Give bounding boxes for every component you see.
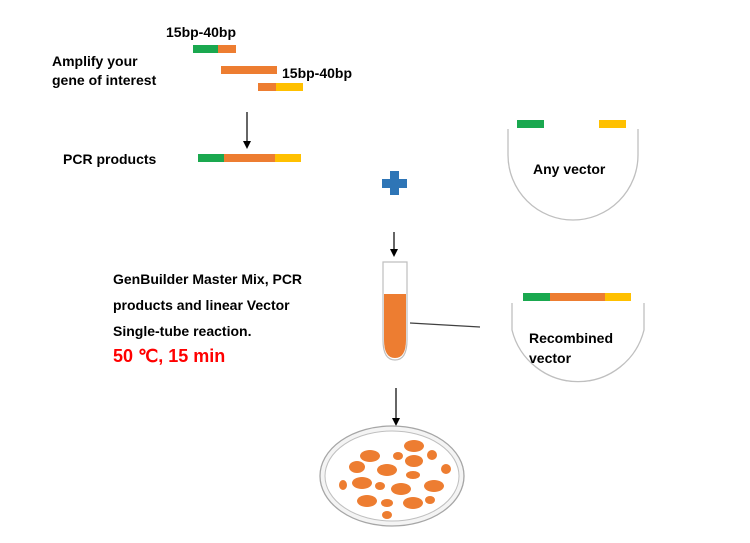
connector-line — [409, 322, 481, 328]
master-mix-label-line3: Single-tube reaction. — [113, 323, 252, 339]
pcr-products-label: PCR products — [63, 151, 157, 167]
reaction-tube-icon — [382, 261, 408, 361]
amplify-label-line2: gene of interest — [52, 72, 157, 88]
plus-icon — [382, 171, 407, 195]
recombined-vector — [511, 293, 645, 383]
forward-primer-fragment — [193, 45, 236, 53]
linear-vector — [507, 120, 639, 221]
pcr-product-bar — [198, 154, 301, 162]
gene-of-interest-fragment — [221, 66, 277, 74]
primer-length-top-label: 15bp-40bp — [166, 24, 237, 40]
any-vector-label: Any vector — [533, 161, 606, 177]
master-mix-label-line1: GenBuilder Master Mix, PCR — [113, 271, 303, 287]
reaction-condition-label: 50 ℃, 15 min — [113, 346, 226, 366]
reverse-primer-fragment — [258, 83, 303, 91]
primer-length-bottom-label: 15bp-40bp — [282, 65, 353, 81]
recombined-vector-label-line2: vector — [529, 350, 572, 366]
master-mix-label-line2: products and linear Vector — [113, 297, 290, 313]
recombined-vector-label-line1: Recombined — [529, 330, 614, 346]
amplify-label-line1: Amplify your — [52, 53, 138, 69]
petri-dish-icon — [319, 425, 465, 527]
